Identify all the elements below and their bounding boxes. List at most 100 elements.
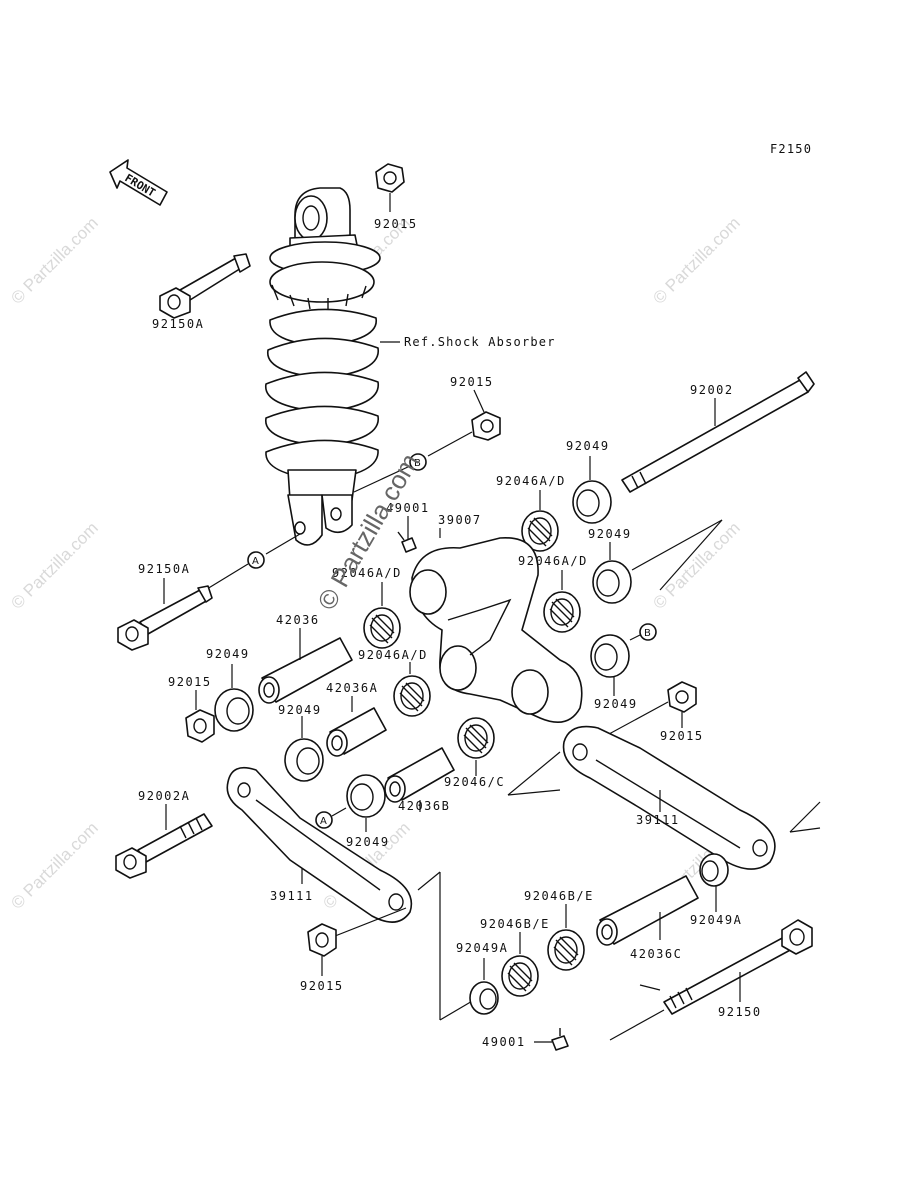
part-label: 92015 <box>660 729 704 743</box>
part-label: 92015 <box>300 979 344 993</box>
part-label: 92150 <box>718 1005 762 1019</box>
part-label: 92046A/D <box>358 648 428 662</box>
rocker-arm-icon <box>409 537 583 724</box>
leader-line <box>639 984 661 991</box>
grease-fitting-icon <box>551 1028 569 1051</box>
part-label: 92046B/E <box>480 917 550 931</box>
leader-line <box>507 789 561 796</box>
sleeve-icon <box>326 707 387 757</box>
leader-line <box>629 634 641 641</box>
leader-line <box>329 907 407 939</box>
leader-line <box>609 1009 665 1041</box>
bolt-icon <box>159 253 251 319</box>
front-arrow: FRONT <box>109 159 168 206</box>
bolt-icon <box>117 585 213 651</box>
watermark-text: © Partzilla.com <box>649 518 743 612</box>
marker-a-icon <box>247 551 265 569</box>
watermark-text: © Partzilla.com <box>7 818 101 912</box>
marker-label: A <box>320 816 327 827</box>
bearing-icon <box>363 607 401 649</box>
part-label: 92049 <box>278 703 322 717</box>
bearing-icon <box>543 591 581 633</box>
part-label: 92150A <box>152 317 204 331</box>
watermark-text: © Partzilla.com <box>649 213 743 307</box>
watermark-text: © Partzilla.com <box>7 518 101 612</box>
leader-line <box>659 519 723 591</box>
part-label: 92049 <box>206 647 250 661</box>
part-label: 92046A/D <box>496 474 566 488</box>
leader-line <box>507 751 561 796</box>
marker-a-icon <box>315 811 333 829</box>
marker-label: B <box>414 458 421 469</box>
tie-rod-icon <box>226 766 413 923</box>
shock-absorber-icon <box>265 187 381 546</box>
reference-label: Ref.Shock Absorber <box>404 335 556 349</box>
tie-rod-icon <box>562 725 776 870</box>
leader-line <box>439 999 475 1021</box>
figure-code: F2150 <box>770 142 812 156</box>
leader-line <box>331 807 347 817</box>
nut-icon <box>185 709 215 743</box>
nut-icon <box>471 411 501 441</box>
bearing-icon <box>393 675 431 717</box>
part-label: 42036A <box>326 681 378 695</box>
bearing-icon <box>501 955 539 997</box>
part-label: 92049A <box>690 913 742 927</box>
part-label: 92049 <box>566 439 610 453</box>
leader-line <box>427 431 473 457</box>
part-label: 92046A/D <box>518 554 588 568</box>
collar-icon <box>284 738 324 782</box>
part-label: 92049A <box>456 941 508 955</box>
bolt-icon <box>115 813 213 879</box>
part-label: 49001 <box>386 501 430 515</box>
part-label: 92015 <box>450 375 494 389</box>
leader-line <box>789 801 821 833</box>
part-label: 92015 <box>168 675 212 689</box>
leader-line <box>789 827 821 833</box>
nut-icon <box>307 923 337 957</box>
part-label: 92049 <box>594 697 638 711</box>
part-label: 39007 <box>438 513 482 527</box>
part-label: 49001 <box>482 1035 526 1049</box>
leader-line <box>417 871 441 891</box>
collar-icon <box>590 634 630 678</box>
marker-label: A <box>252 556 259 567</box>
part-label: 92002 <box>690 383 734 397</box>
nut-icon <box>667 681 697 713</box>
part-label: 92015 <box>374 217 418 231</box>
bearing-icon <box>457 717 495 759</box>
bearing-icon <box>521 510 559 552</box>
collar-icon <box>346 774 386 818</box>
part-label: 92002A <box>138 789 190 803</box>
leader-line <box>353 465 411 493</box>
part-label: 92049 <box>346 835 390 849</box>
nut-icon <box>375 163 405 193</box>
part-label: 92150A <box>138 562 190 576</box>
bearing-icon <box>547 929 585 971</box>
part-label: 92046B/E <box>524 889 594 903</box>
marker-label: B <box>644 628 651 639</box>
part-label: 42036 <box>276 613 320 627</box>
part-label: 42036B <box>398 799 450 813</box>
leader-line <box>631 519 723 571</box>
collar-icon <box>572 480 612 524</box>
part-label: 92046A/D <box>332 566 402 580</box>
grease-fitting-icon <box>397 531 417 553</box>
leader-line <box>265 533 301 555</box>
part-label: 42036C <box>630 947 682 961</box>
bolt-icon <box>663 919 813 1015</box>
sleeve-icon <box>384 747 455 803</box>
sleeve-icon <box>258 637 353 704</box>
part-label: 92049 <box>588 527 632 541</box>
marker-b-icon <box>409 453 427 471</box>
collar-icon <box>214 688 254 732</box>
shaft-icon <box>621 371 815 493</box>
part-label: 92046/C <box>444 775 505 789</box>
collar-icon <box>469 981 499 1015</box>
marker-b-icon <box>639 623 657 641</box>
watermark-text: © Partzilla.com <box>7 213 101 307</box>
collar-icon <box>592 560 632 604</box>
part-label: 39111 <box>270 889 314 903</box>
collar-icon <box>699 853 729 887</box>
